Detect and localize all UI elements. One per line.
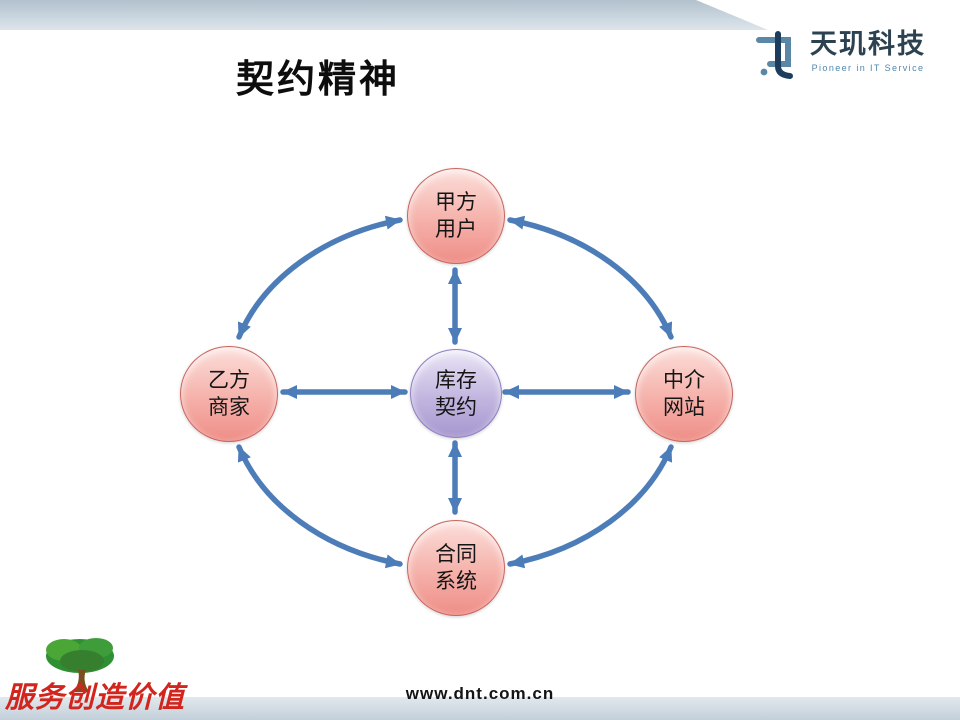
node-label-line1: 甲方 — [435, 190, 477, 215]
node-label-line1: 乙方 — [208, 368, 250, 393]
company-logo: 天玑科技 Pioneer in IT Service — [754, 29, 926, 82]
footer-url: www.dnt.com.cn — [405, 684, 555, 703]
arrow-right-bottom — [507, 444, 674, 569]
slide-title: 契约精神 — [236, 59, 401, 101]
node-label-line1: 中介 — [663, 368, 705, 393]
arrow-bottom-left — [236, 444, 403, 569]
logo-text: 天玑科技 Pioneer in IT Service — [810, 29, 926, 73]
footer-slogan: 服务创造价值 — [5, 680, 186, 714]
node-intermediary-website: 中介 网站 — [635, 346, 733, 442]
node-contract-system: 合同 系统 — [407, 520, 505, 616]
node-party-a-users: 甲方 用户 — [407, 168, 505, 264]
tianji-logo-icon — [756, 31, 793, 79]
logo-tagline: Pioneer in IT Service — [811, 62, 925, 73]
node-label-line1: 库存 — [435, 367, 477, 392]
tree-icon — [46, 638, 114, 692]
arrow-top-right — [507, 215, 674, 340]
node-label-line2: 网站 — [663, 395, 705, 419]
header-band — [0, 0, 768, 30]
node-label-line1: 合同 — [435, 542, 477, 567]
node-label-line2: 系统 — [435, 569, 477, 593]
node-label-line2: 用户 — [435, 217, 477, 241]
footer-band — [0, 697, 960, 720]
node-label-line2: 契约 — [435, 394, 477, 419]
node-label-line2: 商家 — [208, 395, 250, 419]
node-party-b-merchants: 乙方 商家 — [180, 346, 278, 442]
arrow-left-top — [236, 215, 403, 340]
company-name: 天玑科技 — [810, 29, 926, 59]
node-inventory-contract: 库存 契约 — [410, 349, 502, 438]
